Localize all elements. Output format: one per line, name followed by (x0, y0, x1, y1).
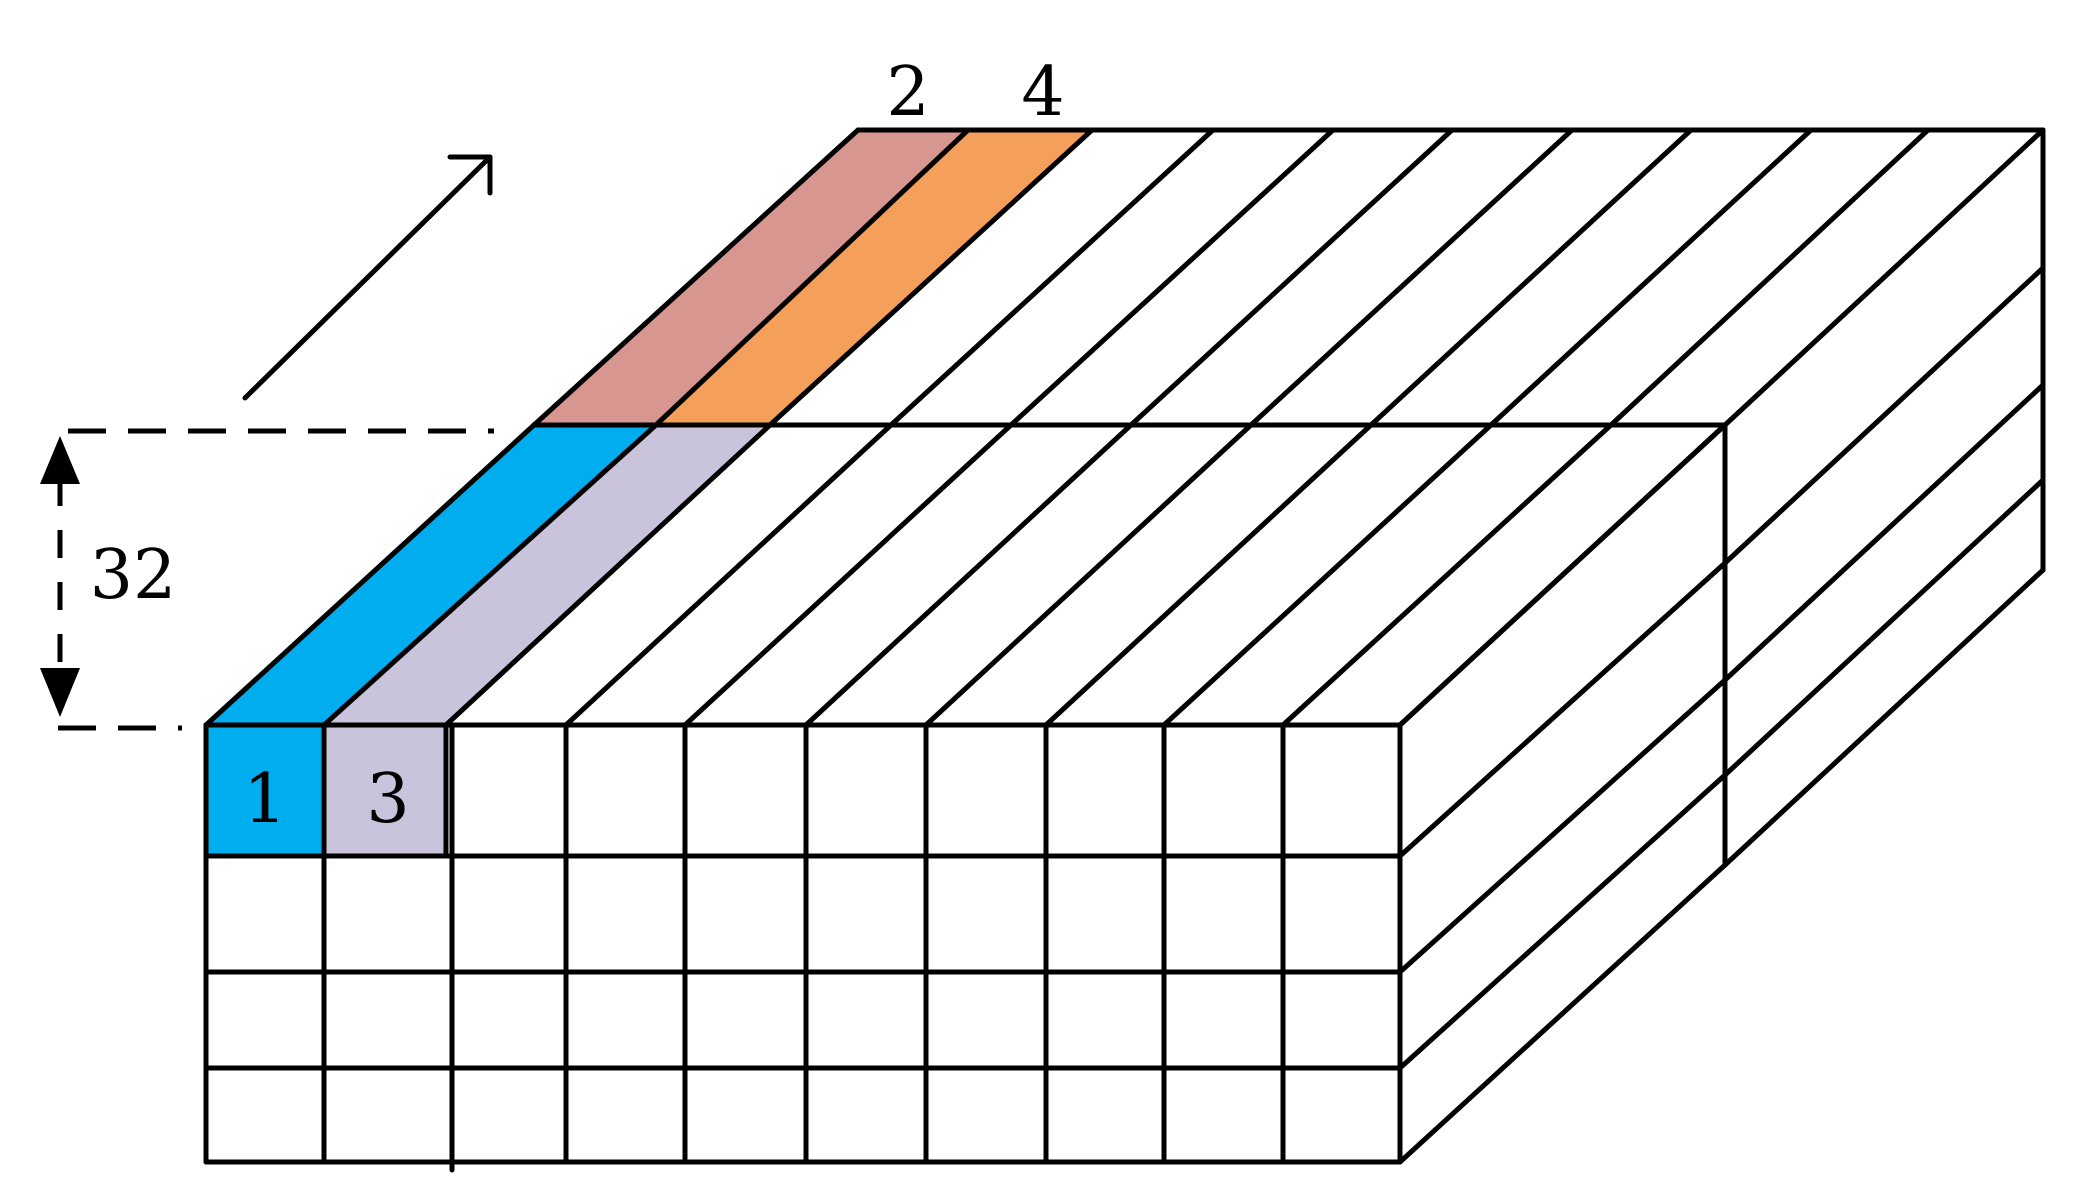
front-cell-1 (206, 725, 324, 856)
top-strip-2 (534, 130, 968, 425)
depth-direction-arrow (242, 154, 493, 401)
cell-label-3: 3 (366, 760, 409, 839)
dimension-label: 32 (90, 536, 177, 615)
block-outline (203, 127, 2046, 1173)
cell-label-4: 4 (1021, 53, 1064, 132)
front-right-face (1397, 422, 1728, 1165)
front-cell-3 (324, 725, 446, 856)
colored-cells (206, 130, 1092, 856)
cell-label-2: 2 (886, 53, 929, 132)
top-strip-3 (324, 425, 770, 725)
dimension-marker (40, 428, 494, 731)
arrow-down-icon (40, 668, 80, 717)
top-strip-1 (206, 425, 656, 725)
arrow-up-icon (40, 436, 80, 484)
cell-label-1: 1 (243, 760, 286, 839)
front-face-grid (203, 722, 1403, 1173)
top-strip-4 (656, 130, 1092, 425)
